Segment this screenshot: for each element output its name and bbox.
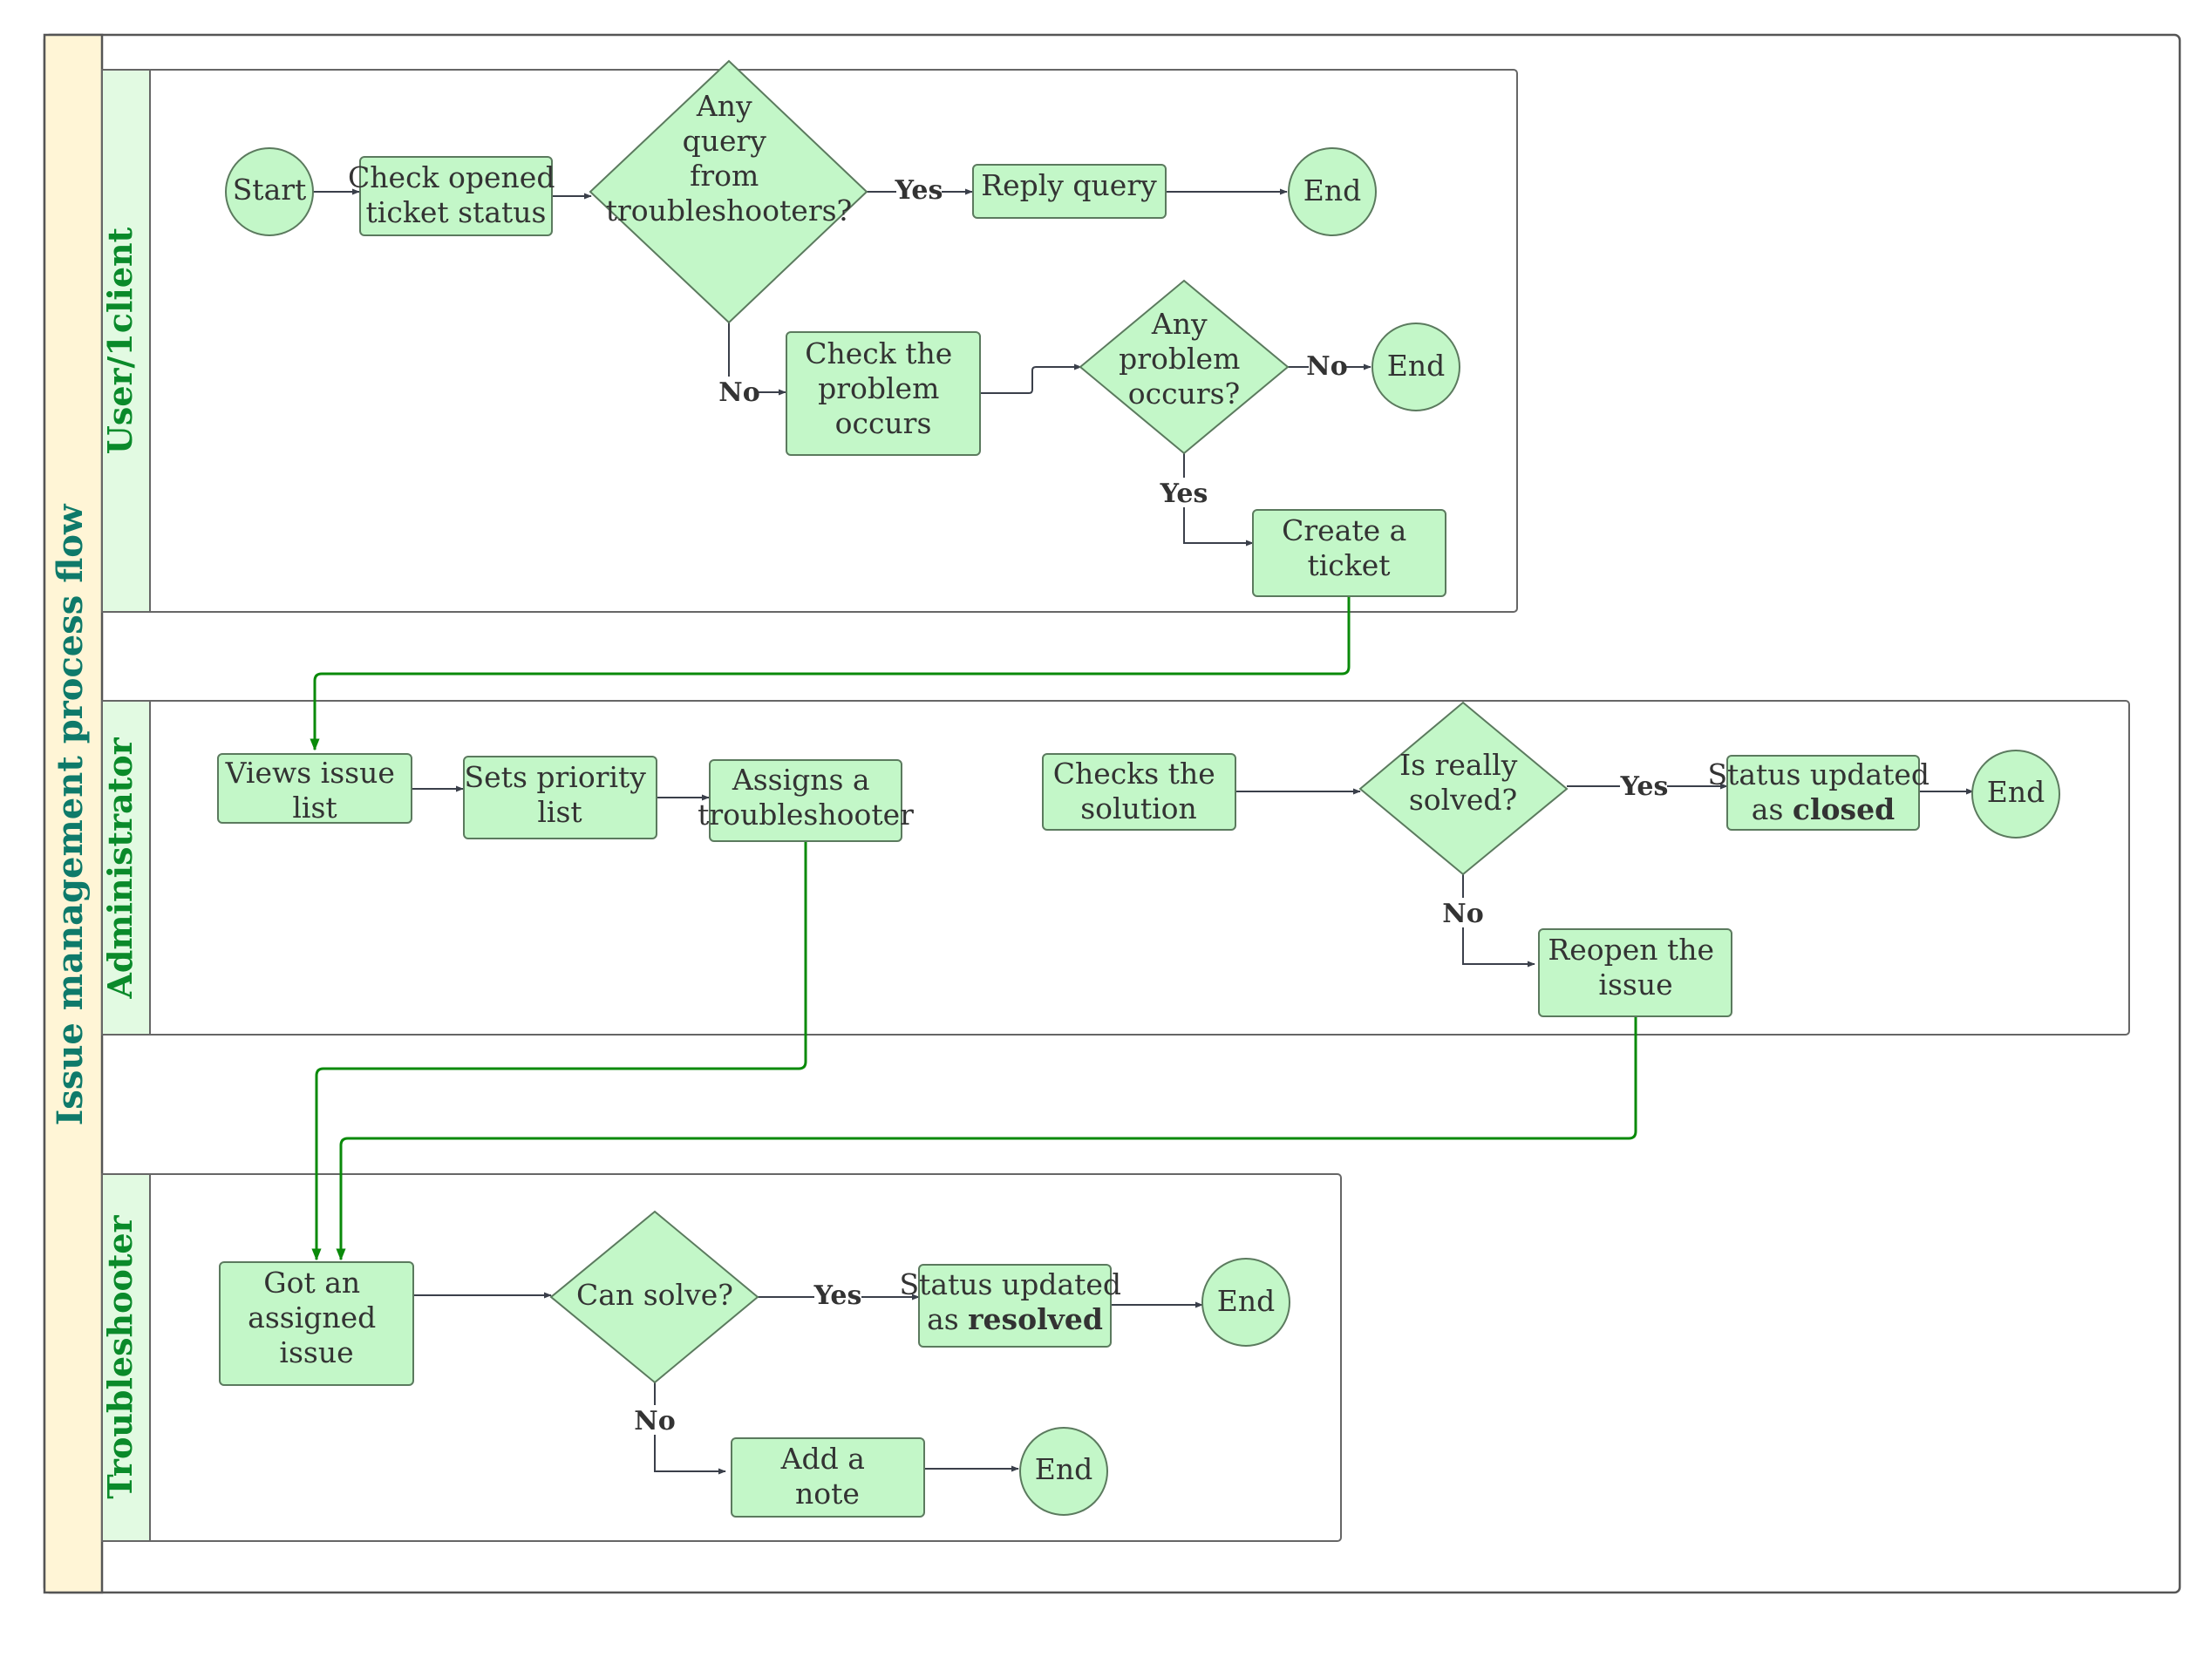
lane-admin-header xyxy=(101,700,151,1036)
sets-priority-node xyxy=(463,756,657,839)
end-resolved-node xyxy=(1201,1258,1290,1347)
status-closed-label: Status updated as closed xyxy=(1707,757,1938,826)
end-no-problem-node xyxy=(1371,323,1460,411)
pool-header xyxy=(43,33,104,1594)
end-closed-label: End xyxy=(1987,775,2045,809)
lane-ts-header xyxy=(101,1173,151,1542)
assigns-node xyxy=(709,759,902,842)
status-resolved-label: Status updated as resolved xyxy=(899,1267,1130,1336)
label-solved-no: No xyxy=(1442,899,1483,929)
create-ticket-label: Create a ticket xyxy=(1282,513,1416,582)
any-query-label: Any query from troubleshooters? xyxy=(606,89,852,227)
node-labels: Start Check opened ticket status Any que… xyxy=(225,89,2045,1511)
any-query-decision xyxy=(589,59,868,324)
label-solved-yes: Yes xyxy=(1620,771,1669,802)
problem-occurs-decision xyxy=(1079,279,1290,455)
lane-user-header xyxy=(101,69,151,613)
start-node xyxy=(225,147,314,236)
views-issue-node xyxy=(217,753,412,824)
label-solve-no: No xyxy=(634,1406,675,1436)
got-assigned-label: Got an assigned issue xyxy=(248,1266,385,1369)
edge-checkproblem-to-decision xyxy=(980,363,1082,394)
end-no-problem-label: End xyxy=(1387,349,1445,383)
can-solve-label: Can solve? xyxy=(576,1278,733,1312)
end-closed-node xyxy=(1971,750,2060,839)
status-resolved-node xyxy=(918,1264,1112,1348)
sets-priority-label: Sets priority list xyxy=(465,760,656,829)
lane-administrator: Administrator xyxy=(100,700,2130,1036)
status-closed-node xyxy=(1726,755,1920,831)
reopen-node xyxy=(1538,928,1732,1017)
reply-query-node xyxy=(972,164,1167,219)
edge-reopen-to-got xyxy=(336,1016,1637,1261)
reply-query-label: Reply query xyxy=(981,168,1157,202)
label-solve-yes: Yes xyxy=(813,1280,862,1311)
assigns-label: Assigns a troubleshooter xyxy=(698,763,914,832)
problem-occurs-label: Any problem occurs? xyxy=(1119,307,1249,411)
check-problem-label: Check the problem occurs xyxy=(805,336,962,440)
end-resolved-label: End xyxy=(1217,1284,1275,1318)
end-reply-node xyxy=(1288,147,1377,236)
cross-lane-edges xyxy=(310,597,1637,1261)
lane-admin-frame xyxy=(101,700,2130,1036)
end-reply-label: End xyxy=(1303,173,1361,207)
lane-ts-title: Troubleshooter xyxy=(100,1214,140,1498)
label-problem-no: No xyxy=(1306,351,1347,382)
add-note-label: Add a note xyxy=(780,1442,875,1511)
nodes xyxy=(217,59,2060,1518)
checks-solution-label: Checks the solution xyxy=(1053,757,1224,825)
edge-labels: Yes No No Yes Yes No Yes No xyxy=(634,174,1668,1436)
label-query-no: No xyxy=(718,377,759,408)
check-ticket-label: Check opened ticket status xyxy=(348,160,564,229)
reopen-label: Reopen the issue xyxy=(1548,933,1723,1002)
really-solved-decision xyxy=(1358,701,1569,876)
can-solve-decision xyxy=(549,1210,759,1384)
check-problem-node xyxy=(786,331,981,456)
add-note-node xyxy=(731,1437,925,1518)
end-note-node xyxy=(1019,1427,1108,1516)
edge-assign-to-got xyxy=(311,841,807,1261)
really-solved-label: Is really solved? xyxy=(1399,748,1527,817)
end-note-label: End xyxy=(1035,1452,1092,1486)
lane-user-title: User/1client xyxy=(100,227,140,454)
edge-ticket-to-views xyxy=(310,597,1351,751)
label-query-yes: Yes xyxy=(895,175,943,206)
check-ticket-node xyxy=(359,156,553,236)
checks-solution-node xyxy=(1042,753,1236,831)
lane-admin-title: Administrator xyxy=(100,737,140,999)
pool-title: Issue management process flow xyxy=(50,503,91,1125)
create-ticket-node xyxy=(1252,509,1446,597)
views-issue-label: Views issue list xyxy=(225,756,405,825)
got-assigned-node xyxy=(219,1261,414,1386)
start-label: Start xyxy=(233,173,307,207)
label-problem-yes: Yes xyxy=(1160,479,1208,509)
